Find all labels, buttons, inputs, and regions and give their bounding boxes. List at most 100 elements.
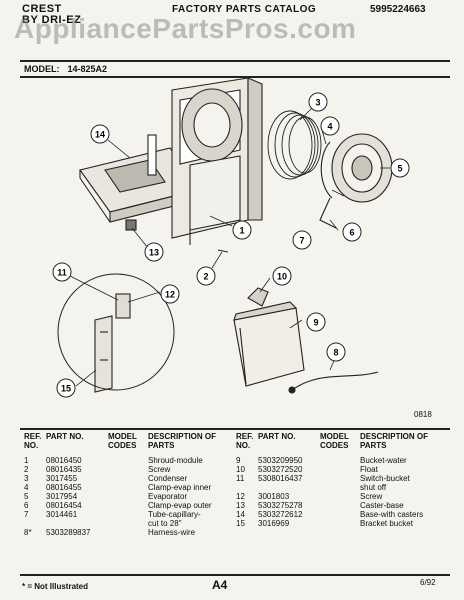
description-cell: Caster-base — [360, 501, 404, 510]
model-code-cell — [320, 492, 360, 501]
description-cell: Evaporator — [148, 492, 188, 501]
model-code-cell — [108, 474, 148, 483]
description-cell: Base-with casters — [360, 510, 424, 519]
caster-part — [125, 219, 137, 231]
harness-connector — [288, 386, 296, 394]
col-part-no: PART NO. — [46, 432, 84, 441]
ref-no-cell: 9 — [236, 456, 241, 465]
not-illustrated-note: * = Not Illustrated — [22, 582, 89, 591]
model-code-cell — [108, 528, 148, 537]
catalog-number: 5995224663 — [370, 4, 426, 15]
callout-3: 3 — [308, 92, 328, 112]
description-cell: Clamp-evap outer — [148, 501, 212, 510]
model-label: MODEL: — [24, 64, 60, 74]
part-no-cell: 3016969 — [258, 519, 290, 528]
model-code-cell — [108, 465, 148, 474]
page-number: A4 — [212, 578, 228, 592]
description-cell: Bucket-water — [360, 456, 407, 465]
svg-text:4: 4 — [327, 122, 332, 132]
model-code-cell — [320, 474, 360, 483]
ref-no-cell — [236, 483, 258, 492]
part-no-cell: 08016435 — [46, 465, 82, 474]
table-row: 9 5303209950 Bucket-water — [236, 456, 438, 465]
part-no-cell: 08016450 — [46, 456, 82, 465]
svg-text:2: 2 — [203, 272, 208, 282]
ref-no-cell: 14 — [236, 510, 245, 519]
description-cell: shut off — [360, 483, 387, 492]
col-part-no: PART NO. — [258, 432, 296, 441]
description-cell: Float — [360, 465, 378, 474]
part-no-cell: 5303209950 — [258, 456, 303, 465]
description-cell: Shroud-module — [148, 456, 203, 465]
svg-text:6: 6 — [349, 228, 354, 238]
condenser-coil-part — [267, 110, 322, 180]
ref-no-cell: 1 — [24, 456, 29, 465]
table-row: 2 08016435 Screw — [24, 465, 226, 474]
callout-15: 15 — [56, 378, 76, 398]
part-no-cell: 08016455 — [46, 483, 82, 492]
description-cell: Bracket bucket — [360, 519, 413, 528]
col-description: DESCRIPTION OF PARTS — [148, 432, 217, 450]
part-no-cell: 3001803 — [258, 492, 290, 501]
model-line: MODEL:14-825A2 — [24, 64, 107, 74]
model-code-cell — [108, 519, 148, 528]
exploded-parts-diagram: 14 1 2 3 4 5 6 7 13 10 11 12 9 8 15 — [52, 77, 410, 398]
col-description: DESCRIPTION OF PARTS — [360, 432, 429, 450]
model-code-cell — [108, 483, 148, 492]
model-code-cell — [320, 510, 360, 519]
model-code-cell — [320, 483, 360, 492]
callout-14: 14 — [90, 124, 110, 144]
brand-logo: CREST BY DRI-EZ — [22, 4, 81, 26]
catalog-title: FACTORY PARTS CATALOG — [172, 4, 317, 15]
detail-circle — [57, 273, 175, 391]
part-no-cell — [46, 519, 108, 528]
callout-11: 11 — [52, 262, 72, 282]
brand-line-1: CREST — [22, 3, 62, 15]
description-cell: Screw — [148, 465, 171, 474]
clamp-evap-inner-part — [320, 141, 333, 199]
table-header: REF. NO. PART NO. MODEL CODES DESCRIPTIO… — [236, 432, 438, 450]
description-cell: Condenser — [148, 474, 188, 483]
callout-4: 4 — [320, 116, 340, 136]
description-cell: Switch-bucket — [360, 474, 410, 483]
figure-code: 0818 — [414, 410, 432, 419]
callout-1: 1 — [232, 220, 252, 240]
callout-12: 12 — [160, 284, 180, 304]
part-no-cell: 3014461 — [46, 510, 78, 519]
svg-text:5: 5 — [397, 164, 402, 174]
callout-5: 5 — [390, 158, 410, 178]
callout-10: 10 — [272, 266, 292, 286]
parts-table-right: REF. NO. PART NO. MODEL CODES DESCRIPTIO… — [236, 432, 438, 528]
model-code-cell — [108, 501, 148, 510]
part-no-cell: 5303272520 — [258, 465, 303, 474]
table-row: cut to 28" — [24, 519, 226, 528]
col-model-codes: MODEL CODES — [320, 432, 349, 450]
ref-no-cell — [24, 519, 46, 528]
callout-6: 6 — [342, 222, 362, 242]
svg-text:10: 10 — [277, 272, 287, 282]
svg-text:14: 14 — [95, 130, 105, 140]
ref-no-cell: 13 — [236, 501, 245, 510]
part-no-cell: 3017455 — [46, 474, 78, 483]
description-cell: Screw — [360, 492, 383, 501]
part-no-cell: 5308016437 — [258, 474, 303, 483]
svg-text:11: 11 — [57, 268, 67, 278]
svg-text:12: 12 — [165, 290, 175, 300]
leader-lines — [61, 107, 390, 387]
model-code-cell — [108, 492, 148, 501]
callout-7: 7 — [292, 230, 312, 250]
ref-no-cell: 2 — [24, 465, 29, 474]
part-no-cell: 5303289837 — [46, 528, 91, 537]
